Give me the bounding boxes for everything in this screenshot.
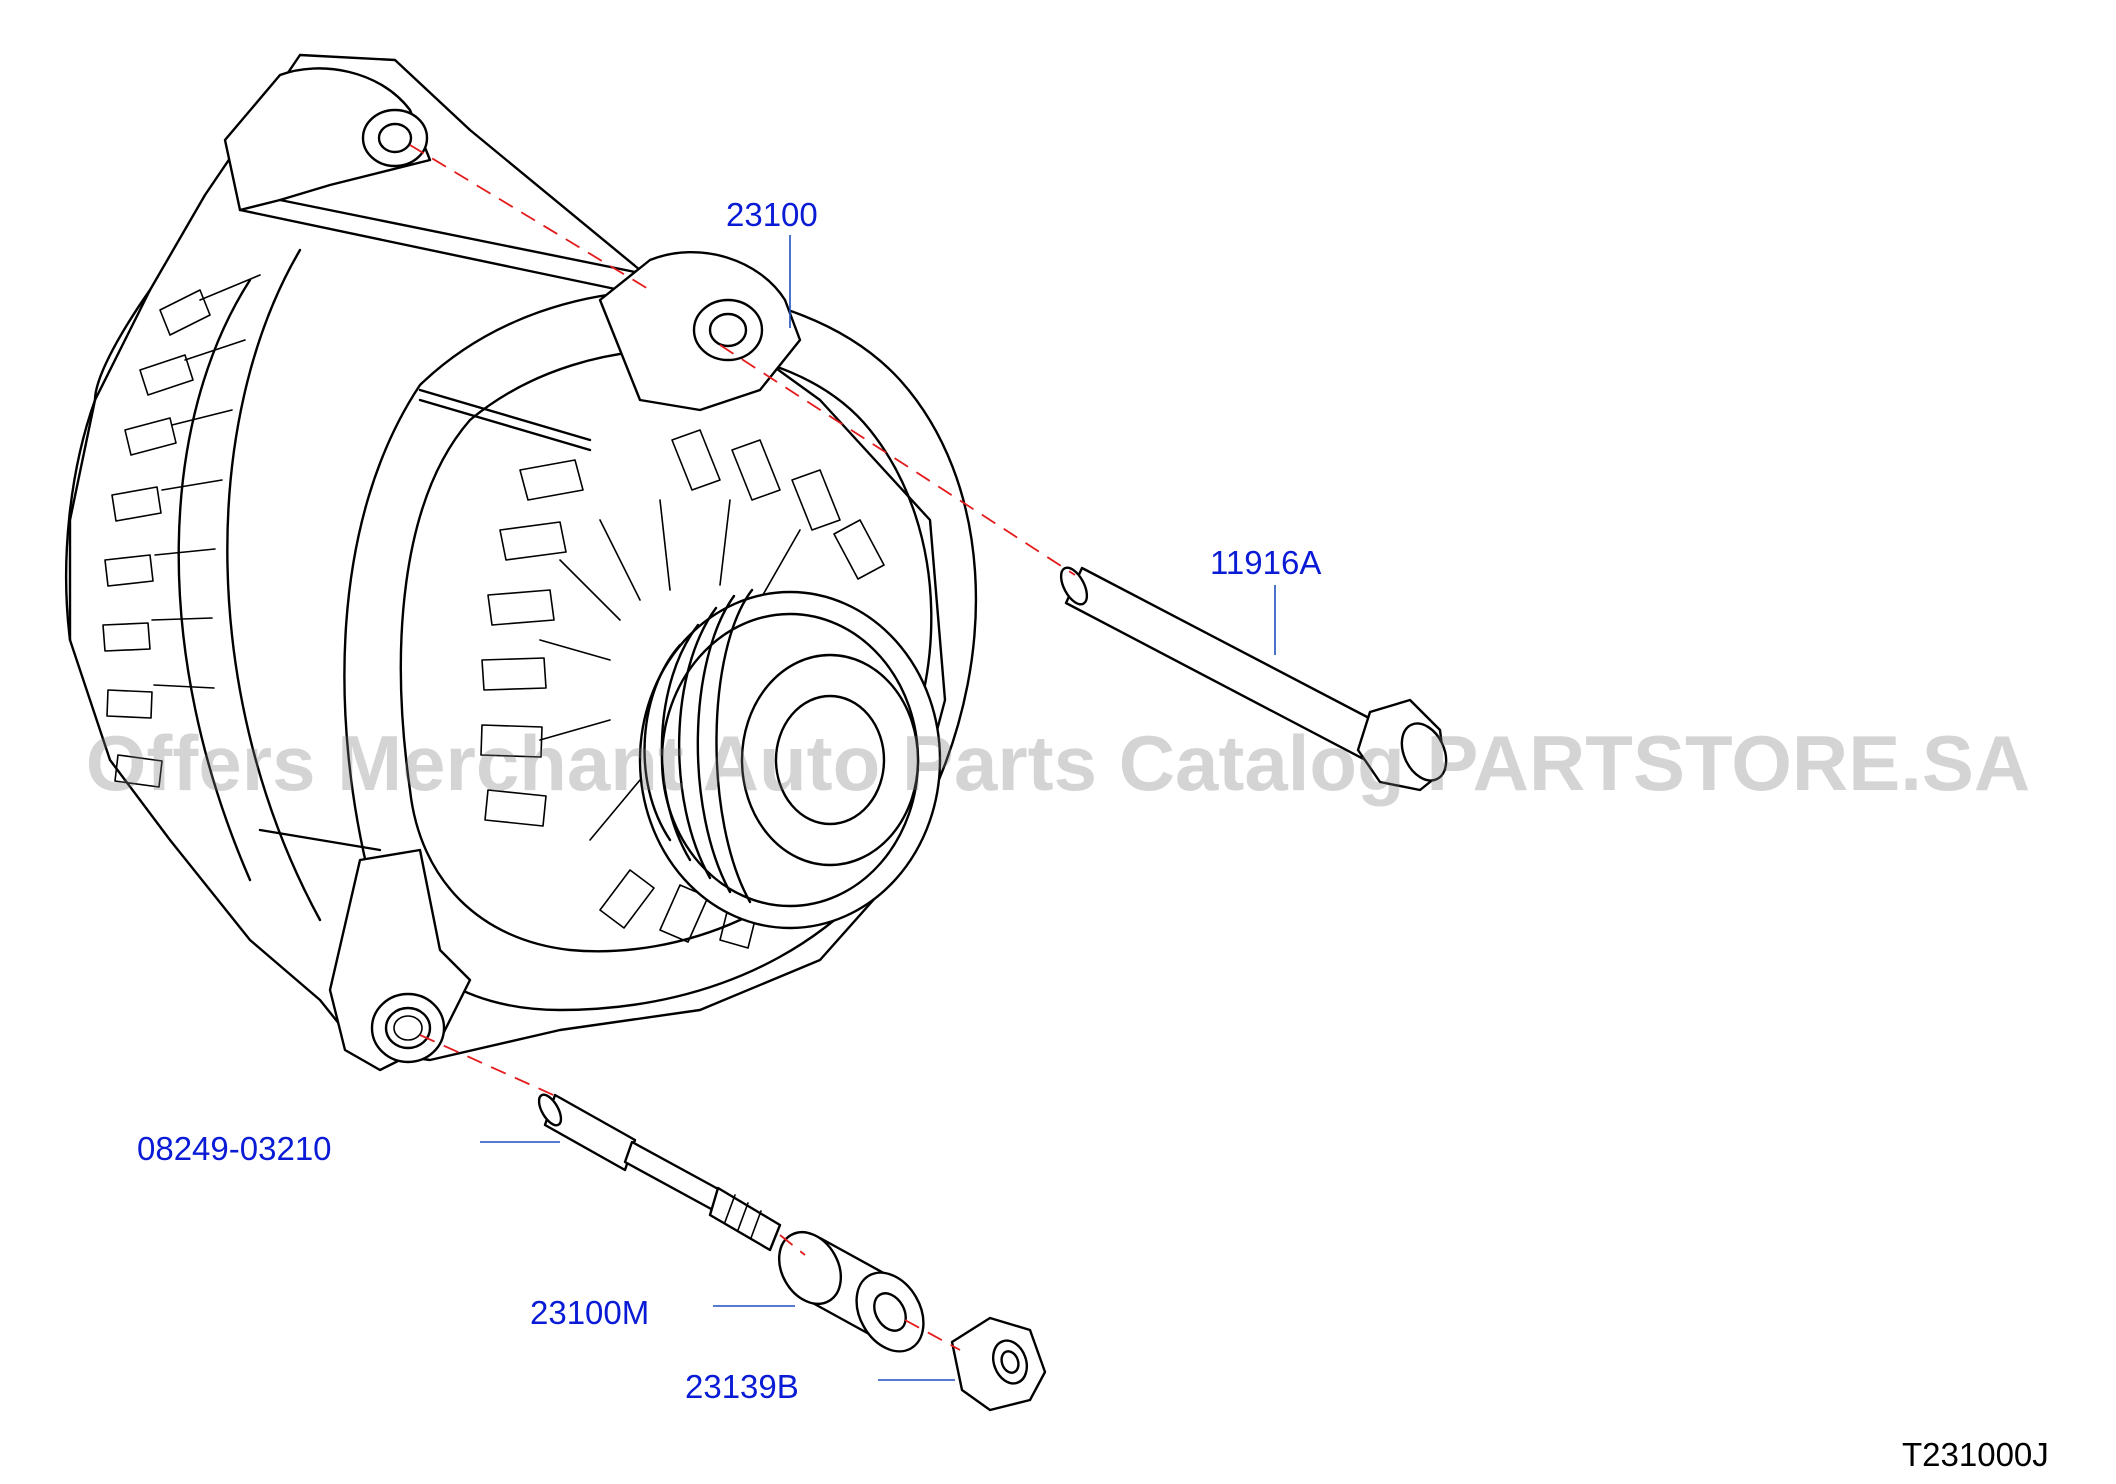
leader-lines [480, 235, 1276, 1381]
part-label-alternator[interactable]: 23100 [726, 196, 818, 233]
alternator-icon[interactable] [64, 53, 978, 1072]
stud-icon[interactable] [535, 1091, 782, 1252]
part-label-stud[interactable]: 08249-03210 [137, 1130, 332, 1167]
nut-icon[interactable] [950, 1316, 1047, 1412]
part-label-spacer[interactable]: 23100M [530, 1294, 650, 1331]
bolt-icon[interactable] [1056, 564, 1455, 792]
spacer-icon[interactable] [767, 1221, 937, 1363]
diagram-code: T231000J [1902, 1436, 2049, 1473]
part-label-bolt[interactable]: 11916A [1210, 544, 1322, 581]
part-label-nut[interactable]: 23139B [685, 1368, 799, 1405]
centerlines [409, 144, 1076, 1351]
watermark: Offers Merchant Auto Parts Catalog PARTS… [85, 719, 2031, 807]
